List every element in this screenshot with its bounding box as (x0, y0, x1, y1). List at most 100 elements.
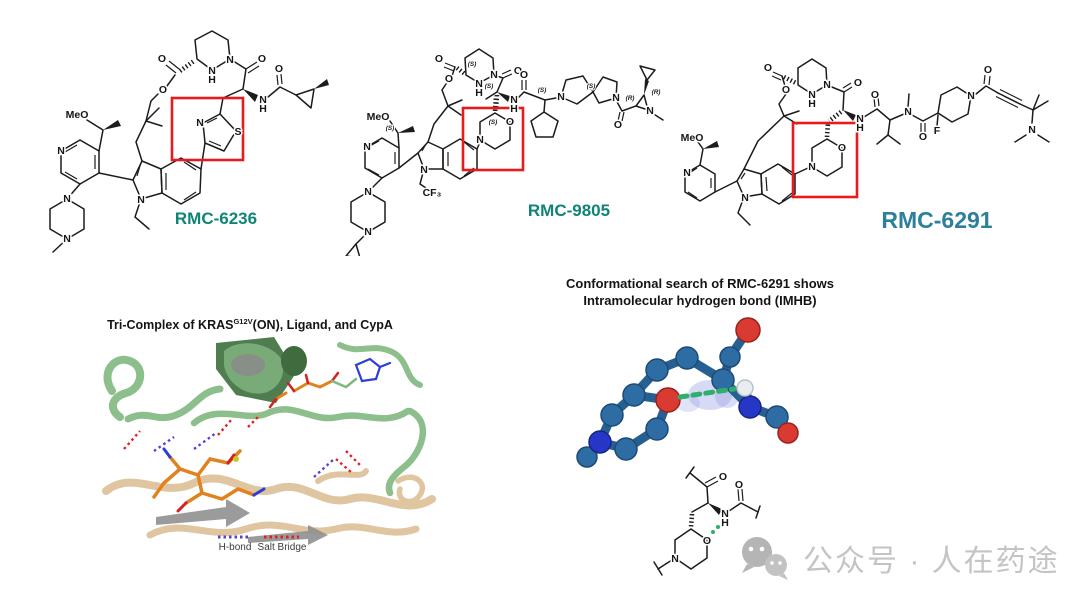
beta-sheet-arrow (156, 499, 250, 527)
atom-label: N (510, 94, 518, 106)
atom-label: O (275, 63, 283, 75)
watermark-text: 公众号 · 人在药途 (803, 545, 1060, 578)
nitrogen-atom (738, 395, 762, 419)
atom-label: N (721, 508, 729, 520)
imhb-dot (716, 525, 720, 529)
oxygen-atom (777, 422, 799, 444)
atom-label: N (476, 134, 484, 146)
atom-label: CF₃ (423, 187, 442, 199)
stereo-label: (S) (538, 87, 547, 94)
atom-label: O (506, 116, 514, 128)
atom-label: N (259, 94, 267, 106)
tri-complex-title: Tri-Complex of KRASG12V(ON), Ligand, and… (100, 314, 400, 333)
stereo-label: (S) (587, 83, 596, 90)
ligand-hetero-nubs (162, 447, 266, 513)
atom-label: O (764, 62, 772, 74)
atom-label: O (735, 479, 743, 491)
atom-label: N (420, 164, 428, 176)
atom-label: O (520, 69, 528, 81)
tri-complex-title-rest: (ON), Ligand, and CypA (252, 318, 393, 333)
rmc-6236-atom-labels: MeO N N N N O O N N H O N H O N S (56, 52, 285, 247)
stereo-label: (R) (652, 89, 661, 96)
atom-label: N (856, 113, 864, 125)
atom-label: H (510, 103, 518, 115)
rmc-6291-atom-labels: MeO N N N O O O N N H O N H O N O F N O … (679, 61, 1037, 206)
atom-label: N (208, 65, 216, 77)
atom-label: N (557, 91, 565, 103)
atom-label: O (514, 65, 522, 77)
kras-ribbons (103, 337, 427, 497)
molecule-structure-rmc-6291: MeO N N N O O O N N H O N H O N O F N O … (679, 58, 1050, 233)
atom-label: N (741, 192, 749, 204)
atom-label: N (612, 92, 620, 104)
atom-label: N (967, 90, 975, 102)
atom-label: N (671, 553, 679, 565)
atom-label: O (719, 471, 727, 483)
rmc-9805-atom-labels: MeO (S) N N N N CF₃ O O (S) N N H O (S) … (362, 52, 662, 240)
rmc-9805-skeleton (345, 48, 664, 256)
imhb-3d-model (576, 317, 799, 468)
nitrogen-atom (588, 430, 612, 454)
atom-label: O (703, 535, 711, 547)
molecule-name-rmc-9805: RMC-9805 (528, 201, 610, 220)
atom-label: O (159, 84, 167, 96)
atom-label: N (363, 141, 371, 153)
atom-label: N (57, 145, 65, 157)
atom-label: N (823, 79, 831, 91)
molecule-structure-rmc-9805: MeO (S) N N N N CF₃ O O (S) N N H O (S) … (345, 48, 664, 256)
molecule-structure-rmc-6236: MeO N N N N O O N N H O N H O N S RMC-62… (49, 30, 329, 253)
atom-label: MeO (367, 111, 390, 123)
atom-label: N (364, 186, 372, 198)
stereo-label: (S) (485, 83, 494, 90)
atom-label: O (984, 64, 992, 76)
stereo-label: (S) (468, 61, 477, 68)
atom-label: O (158, 53, 166, 65)
tri-complex-title-main: Tri-Complex of KRAS (107, 318, 234, 333)
atom-label: O (445, 73, 453, 85)
atom-label: N (904, 106, 912, 118)
atom-label: F (934, 125, 941, 137)
watermark: 公众号 · 人在药途 (737, 534, 1060, 582)
atom-label: O (854, 77, 862, 89)
atom-label: H (808, 98, 816, 110)
imhb-2d-skeleton (653, 466, 761, 576)
tri-complex-title-sup: G12V (233, 317, 253, 326)
atom-label: H (856, 122, 864, 134)
imhb-2d-structure: O O N H O N (653, 466, 761, 576)
atom-label: O (838, 142, 846, 154)
tri-complex-image: H-bond Salt Bridge (102, 337, 436, 553)
atom-label: N (490, 69, 498, 81)
atom-label: O (919, 131, 927, 143)
atom-label: N (63, 233, 71, 245)
atom-label: N (808, 89, 816, 101)
conformational-title-line2: Intramolecular hydrogen bond (IMHB) (583, 292, 817, 308)
atom-label: H (475, 87, 483, 99)
cypa-loops (102, 468, 436, 545)
rmc-6291-skeleton (684, 58, 1050, 226)
highlight-box-morpholine (791, 121, 859, 199)
interaction-dotted-lines (123, 414, 361, 478)
atom-label: H (721, 517, 729, 529)
imhb-2d-atom-labels: O O N H O N (670, 470, 745, 567)
hydrogen-atom (736, 379, 754, 397)
atom-label: O (258, 53, 266, 65)
highlight-box-thiazole (170, 96, 245, 162)
interaction-legend: H-bond Salt Bridge (218, 535, 307, 553)
atom-label: N (63, 193, 71, 205)
atom-label: N (646, 105, 654, 117)
atom-label: N (1028, 124, 1036, 136)
gtp-sticks (268, 357, 392, 409)
atom-label: H (208, 74, 216, 86)
imhb-dot (711, 530, 715, 534)
beta-sheet-arrow (248, 525, 328, 545)
stereo-label: (S) (386, 125, 395, 132)
atom-label: MeO (681, 132, 704, 144)
atom-label: O (782, 84, 790, 96)
model-atoms (576, 317, 799, 468)
rmc-6236-skeleton (49, 30, 329, 253)
atom-label: S (234, 126, 241, 138)
atom-label: N (137, 194, 145, 206)
molecule-name-rmc-6236: RMC-6236 (175, 209, 257, 228)
atom-label: O (871, 89, 879, 101)
oxygen-atom (655, 387, 681, 413)
